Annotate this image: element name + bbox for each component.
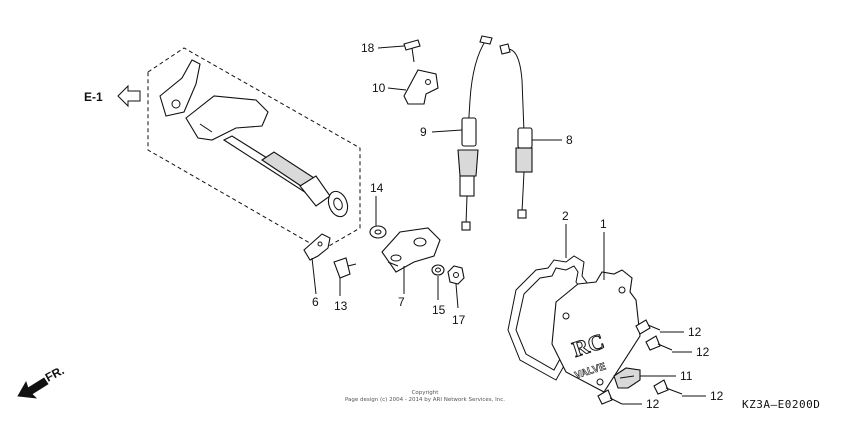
callout-8: 8 bbox=[566, 133, 573, 147]
callout-17: 17 bbox=[452, 313, 466, 327]
callout-9: 9 bbox=[420, 125, 427, 139]
ref-label: E-1 bbox=[84, 90, 103, 104]
callout-12-c: 12 bbox=[710, 389, 724, 403]
gasket-2 bbox=[507, 255, 591, 381]
bracket-10 bbox=[403, 69, 439, 105]
cable-8 bbox=[499, 43, 533, 219]
bolt-12-c bbox=[653, 379, 683, 395]
plate-6 bbox=[303, 233, 331, 261]
cable-9 bbox=[457, 35, 493, 231]
bolt-12-d bbox=[597, 389, 623, 405]
bolt-18 bbox=[403, 39, 421, 63]
copyright-line-1: Copyright bbox=[412, 390, 440, 396]
washer-14 bbox=[369, 225, 387, 239]
cover-1: RC VALVE bbox=[551, 269, 641, 393]
callout-10: 10 bbox=[372, 81, 386, 95]
callout-15: 15 bbox=[432, 303, 446, 317]
callout-12-a: 12 bbox=[688, 325, 702, 339]
holder-7 bbox=[381, 227, 441, 273]
bolt-13 bbox=[333, 257, 357, 279]
callout-18: 18 bbox=[361, 41, 375, 55]
nut-17 bbox=[447, 265, 465, 285]
front-direction-arrow-icon bbox=[17, 377, 49, 399]
callout-2: 2 bbox=[562, 209, 569, 223]
drawing-code: KZ3A–E0200D bbox=[742, 398, 820, 411]
ref-arrow-icon bbox=[117, 84, 141, 108]
callout-14: 14 bbox=[370, 181, 384, 195]
callout-7: 7 bbox=[398, 295, 405, 309]
callout-11: 11 bbox=[680, 369, 693, 383]
callout-12-b: 12 bbox=[696, 345, 710, 359]
callout-6: 6 bbox=[312, 295, 319, 309]
washer-15 bbox=[431, 264, 445, 276]
bolt-12-b bbox=[645, 335, 673, 351]
clamp-11 bbox=[613, 367, 641, 389]
callout-12-d: 12 bbox=[646, 397, 660, 411]
copyright-line-2: Page design (c) 2004 - 2014 by ARI Netwo… bbox=[345, 397, 505, 403]
bolt-12-a bbox=[635, 319, 661, 335]
shift-arm-assembly bbox=[147, 47, 361, 251]
callout-1: 1 bbox=[600, 217, 607, 231]
callout-13: 13 bbox=[334, 299, 348, 313]
